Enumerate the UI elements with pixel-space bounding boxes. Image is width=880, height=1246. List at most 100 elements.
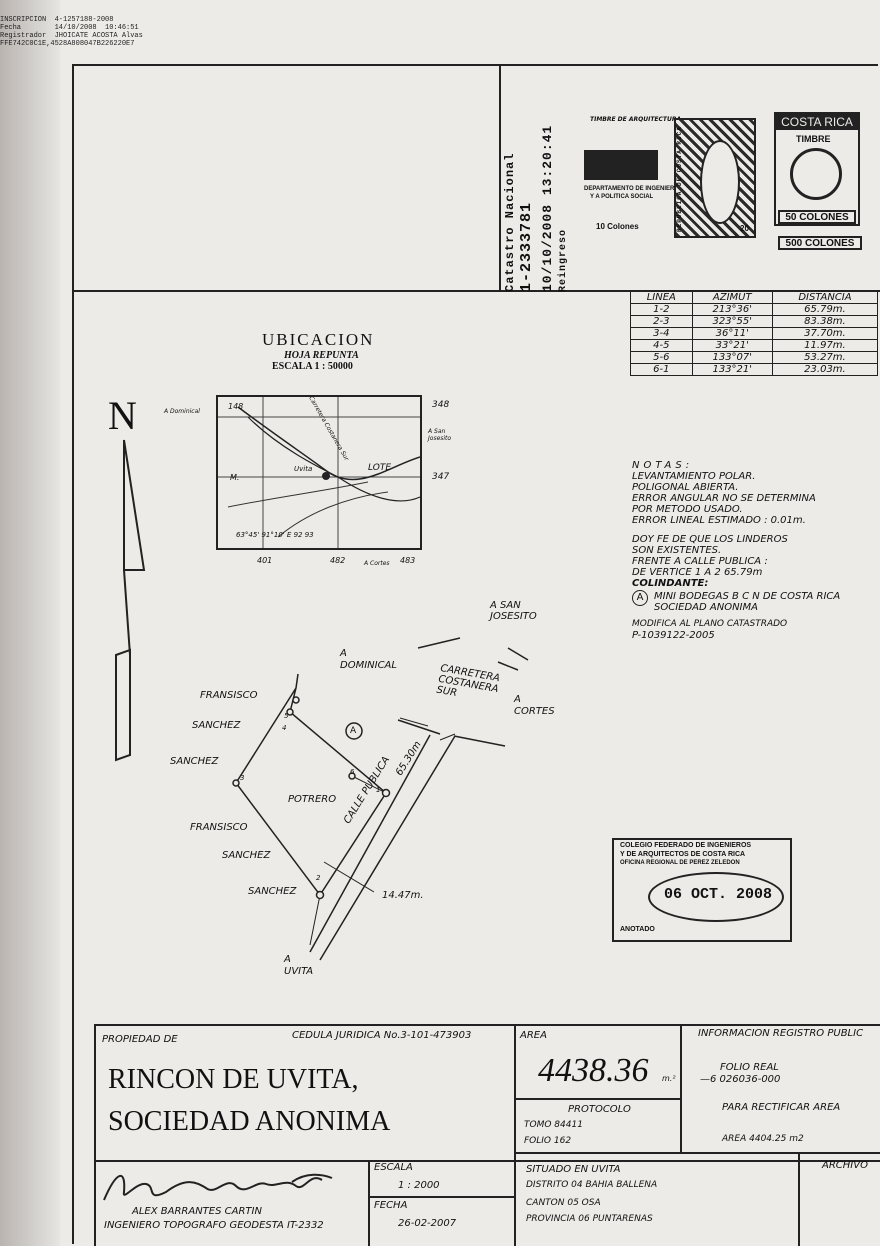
area-value: 4438.36 [538,1052,649,1089]
plan-label-sanchez: SANCHEZ [170,756,219,767]
north-arrow-icon [115,439,146,762]
vertex-label: 6 [350,768,355,776]
registration-stamp-line: INSCRIPCION 4-1257188-2008 [0,16,114,24]
table-cell: 133°07' [691,351,773,364]
scale-divider [368,1160,370,1246]
title-block-left [94,1024,96,1246]
colindante-name: MINI BODEGAS B C N DE COSTA RICA [654,591,841,602]
map-grid-label: 148 [228,402,244,411]
stamp-text: Y A POLITICA SOCIAL [590,194,654,200]
canton: CANTON 05 OSA [526,1198,601,1208]
colegio-line: COLEGIO FEDERADO DE INGENIEROS [620,842,752,849]
title-block-top [94,1024,880,1026]
plan-label-dominical: A DOMINICAL [340,648,397,671]
modifica-line: MODIFICA AL PLANO CATASTRADO [632,619,788,629]
registration-stamp-line: Registrador JHOICATE ACOSTA Alvas [0,32,143,40]
table-cell: 5-6 [630,351,693,364]
table-cell: 6-1 [630,363,693,376]
area-rectificada: AREA 4404.25 m2 [722,1134,804,1144]
plan-label-fransisco: FRANSISCO [190,822,248,833]
catastro-line: Catastro Nacional [503,152,517,292]
ubicacion-scale: ESCALA 1 : 50000 [272,361,353,372]
table-cell: 133°21' [691,363,773,376]
provincia: PROVINCIA 06 PUNTARENAS [526,1214,653,1224]
plan-label-sanchez: SANCHEZ [248,886,297,897]
vertex-label: 2 [316,874,321,882]
map-direction-label: A San Josesito [428,428,452,442]
notes-line: POLIGONAL ABIERTA. [632,482,739,493]
registro-label: INFORMACION REGISTRO PUBLIC [698,1028,864,1039]
col-header: AZIMUT [691,291,773,304]
table-cell: 23.03m. [771,363,879,376]
plan-label-sanchez: SANCHEZ [192,720,241,731]
tomo: TOMO 84411 [524,1120,583,1130]
plan-label-potrero: POTRERO [288,794,337,805]
vertex-label: 1 [376,786,381,794]
notes-line: DE VERTICE 1 A 2 65.79m [632,567,763,578]
table-cell: 3-4 [630,327,693,340]
map-grid-label: 348 [432,400,450,410]
engineer-signature [103,1173,333,1201]
vertex-label: 4 [282,724,287,732]
vertex-label: 5 [284,712,289,720]
table-cell: 213°36' [691,303,773,316]
folio-real-label: FOLIO REAL [720,1062,779,1073]
situado: SITUADO EN UVITA [526,1164,621,1175]
title-block-divider [680,1024,682,1152]
map-direction-label: A Cortes [364,560,390,567]
notes-line: DOY FE DE QUE LOS LINDEROS [632,534,788,545]
map-label-m: M. [230,473,240,482]
archivo-divider [798,1152,800,1246]
colegio-line: OFICINA REGIONAL DE PEREZ ZELEDON [620,860,740,866]
area-divider [514,1098,680,1100]
date-stamp-oval [648,872,784,922]
table-cell: 53.27m. [771,351,879,364]
ubicacion-title: UBICACION [262,330,375,349]
map-label-lote: LOTE [368,463,392,473]
colindante-name: SOCIEDAD ANONIMA [654,602,758,613]
stamp-value: 500 COLONES [778,236,862,250]
catastro-datetime: 10/10/2008 13:20:41 [540,124,555,292]
location-map: LOTE Uvita M. 63°45' 91°10' E 92 93 Carr… [216,395,422,550]
table-cell: 83.38m. [771,315,879,328]
lot-plan-drawing [232,637,529,961]
propiedad-label: PROPIEDAD DE [102,1034,178,1045]
stamp-value: 50 COLONES [778,210,856,224]
col-header: DISTANCIA [771,291,879,304]
stamp-value: 20 [740,224,749,233]
table-cell: 323°55' [691,315,773,328]
stamp-value: 10 Colones [596,222,639,231]
plan-label-san-josesito: A SAN JOSESITO [490,600,537,622]
modifica-line: P-1039122-2005 [632,630,715,641]
table-cell: 37.70m. [771,327,879,340]
location-map-drawing [218,397,421,548]
protocolo-label: PROTOCOLO [568,1104,631,1115]
map-grid-label: 483 [400,556,416,565]
escala-value: 1 : 2000 [398,1180,440,1191]
stamp-emblem [700,140,740,224]
vertex-label: 3 [240,774,245,782]
colegio-stamp: COLEGIO FEDERADO DE INGENIEROS Y DE ARQU… [612,838,792,942]
table-cell: 1-2 [630,303,693,316]
table-cell: 11.97m. [771,339,879,352]
catastro-reingreso: Reingreso [558,228,569,292]
colindante-marker: A [632,590,648,606]
fecha-value: 26-02-2007 [398,1218,457,1229]
table-header-row: LINEA AZIMUT DISTANCIA [630,291,879,304]
stamp-emblem [790,148,842,200]
stamp-text: DEPARTAMENTO DE INGENIERIA [584,186,681,192]
map-grid-label: 401 [257,556,273,565]
plan-label-uvita: A UVITA [284,954,314,977]
title-block-row-divider [94,1160,880,1162]
folio-real-number: —6 026036-000 [700,1074,781,1085]
area-unit: m.² [662,1074,676,1083]
catastro-number: 1-2333781 [518,201,535,292]
folio: FOLIO 162 [524,1136,572,1146]
stamp-caption: TIMBRE DE ARQUITECTURA [590,116,682,123]
